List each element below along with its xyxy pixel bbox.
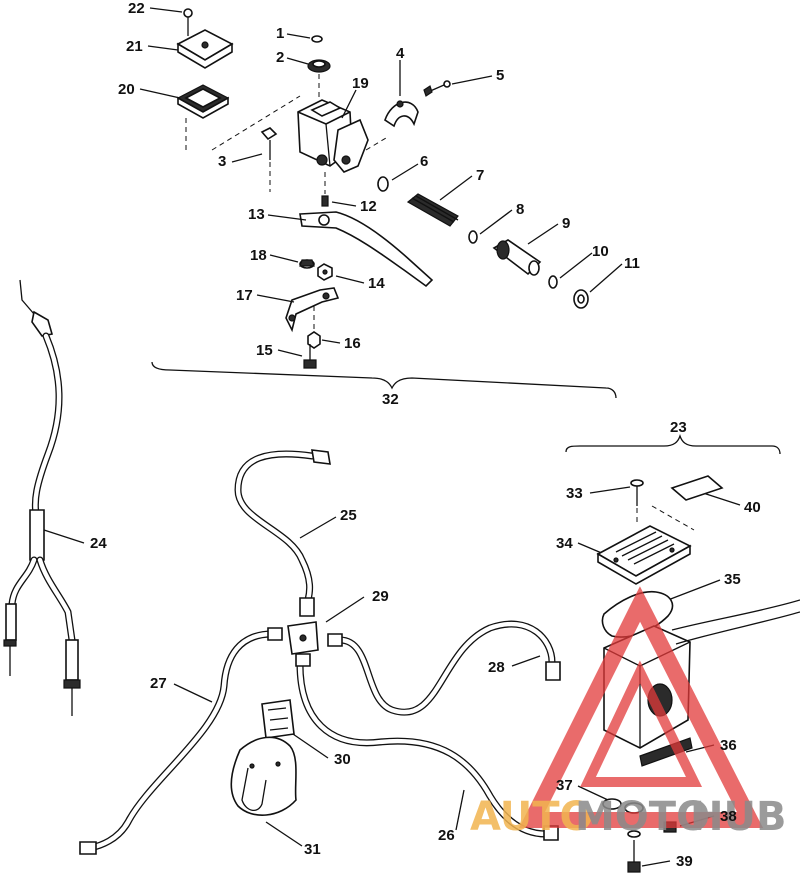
callout-28: 28: [488, 659, 505, 676]
callout-35: 35: [724, 571, 741, 588]
part-6-washer: [377, 176, 389, 192]
part-22-screw: [183, 8, 193, 36]
callout-12: 12: [360, 198, 377, 215]
callout-31: 31: [304, 841, 321, 858]
part-30-pad: [261, 699, 295, 739]
callout-2: 2: [276, 49, 284, 66]
callout-14: 14: [368, 275, 385, 292]
callout-25: 25: [340, 507, 357, 524]
part-31-shield: [230, 736, 297, 816]
callout-16: 16: [344, 335, 361, 352]
part-10-washer: [548, 275, 558, 289]
svg-text:HUB: HUB: [690, 794, 786, 840]
callout-34: 34: [556, 535, 573, 552]
callout-30: 30: [334, 751, 351, 768]
callout-4: 4: [396, 45, 405, 62]
callout-23: 23: [670, 419, 687, 436]
part-17-bracket: [285, 287, 340, 333]
callout-33: 33: [566, 485, 583, 502]
callout-26: 26: [438, 827, 455, 844]
svg-text:MOTO: MOTO: [575, 794, 710, 840]
callout-7: 7: [476, 167, 484, 184]
callout-32: 32: [382, 391, 399, 408]
caliper-assembly: [565, 433, 800, 873]
part-33-screw: [630, 479, 644, 524]
watermark-logo: [519, 586, 764, 828]
callout-37: 37: [556, 777, 573, 794]
part-2-bushing: [307, 59, 331, 73]
callout-36: 36: [720, 737, 737, 754]
callout-21: 21: [126, 38, 143, 55]
part-1-washer: [311, 35, 323, 43]
part-20-diaphragm: [176, 84, 230, 119]
part-21-cover: [176, 29, 234, 69]
callout-labels: 1 2 3 4 5 6 7 8 9 10 11 12 13 14 15 16 1…: [90, 0, 761, 870]
callout-20: 20: [118, 81, 135, 98]
brace-32: [151, 361, 617, 399]
part-4-clamp: [384, 100, 419, 128]
callout-38: 38: [720, 808, 737, 825]
callout-17: 17: [236, 287, 253, 304]
part-12-pin: [321, 172, 329, 207]
callout-9: 9: [562, 215, 570, 232]
part-8-seal: [468, 230, 478, 244]
callout-13: 13: [248, 206, 265, 223]
callout-22: 22: [128, 0, 145, 17]
svg-text:AUTO: AUTO: [470, 794, 594, 840]
part-24-cable: [3, 279, 81, 716]
callout-24: 24: [90, 535, 107, 552]
callout-6: 6: [420, 153, 428, 170]
part-15-bolt: [303, 344, 317, 369]
callout-18: 18: [250, 247, 267, 264]
callout-40: 40: [744, 499, 761, 516]
part-3-bleeder: [260, 127, 278, 192]
callout-1: 1: [276, 25, 284, 42]
callout-3: 3: [218, 153, 226, 170]
part-37-washer: [602, 798, 644, 814]
part-5-screw: [423, 80, 451, 97]
brake-lines: [79, 449, 561, 855]
part-39-bolt: [627, 840, 641, 873]
part-9-piston: [492, 239, 542, 276]
part-7-spring: [406, 193, 459, 227]
part-40-label: [670, 475, 724, 501]
part-29-junction: [287, 621, 319, 667]
part-16-nut: [307, 331, 321, 349]
part-19-master-cylinder: [297, 99, 369, 173]
part-18-nut: [299, 259, 315, 269]
brace-23: [565, 433, 781, 455]
leader-lines: [43, 7, 741, 867]
part-34-cover: [596, 525, 692, 585]
callout-19: 19: [352, 75, 369, 92]
callout-8: 8: [516, 201, 524, 218]
part-13-lever: [299, 211, 434, 288]
brake-lever-assembly: [151, 8, 617, 399]
callout-27: 27: [150, 675, 167, 692]
part-14-nut: [317, 263, 333, 281]
callout-29: 29: [372, 588, 389, 605]
part-11-washer: [573, 289, 589, 309]
callout-39: 39: [676, 853, 693, 870]
callout-10: 10: [592, 243, 609, 260]
callout-5: 5: [496, 67, 504, 84]
watermark-text: AUTO MOTO HUB: [470, 794, 786, 840]
callout-11: 11: [624, 255, 640, 272]
callout-15: 15: [256, 342, 273, 359]
